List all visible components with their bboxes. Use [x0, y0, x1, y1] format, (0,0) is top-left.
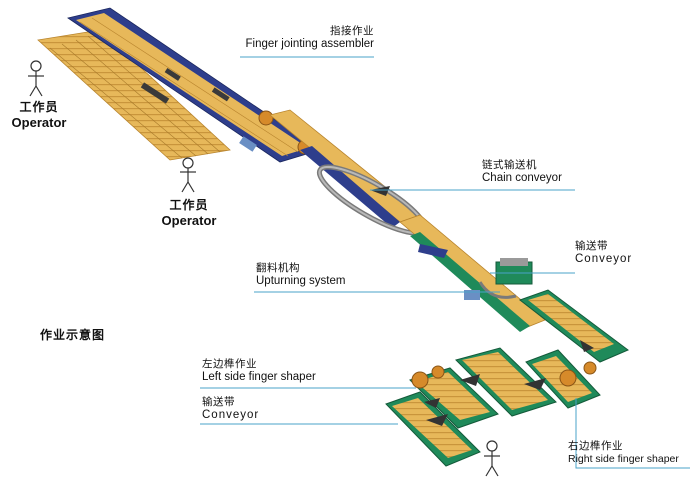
label-left-shaper: 左边榫作业 Left side finger shaper: [202, 358, 316, 384]
label-conveyor-top: 输送带 Conveyor: [575, 240, 632, 266]
label-left-shaper-en: Left side finger shaper: [202, 371, 316, 383]
label-chain-conveyor-en: Chain conveyor: [482, 172, 562, 184]
label-chain-conveyor: 链式输送机 Chain conveyor: [482, 159, 562, 185]
middle-transfer: [455, 347, 557, 417]
label-right-shaper-zh: 右边榫作业: [568, 440, 623, 452]
label-left-shaper-zh: 左边榫作业: [202, 358, 257, 370]
leader-lines: [200, 56, 690, 469]
label-conveyor-top-en: Conveyor: [575, 253, 633, 265]
operator-figure-3: [484, 440, 500, 477]
label-finger-jointing-zh: 指接作业: [330, 25, 374, 37]
operator-label-2-zh: 工作员: [169, 198, 209, 212]
left-shaper: [409, 365, 499, 429]
operator-label-1-en: Operator: [11, 115, 67, 130]
operator-label-1-zh: 工作员: [19, 100, 59, 114]
right-conveyor: [518, 289, 629, 363]
label-conveyor-bottom-en: Conveyor: [202, 409, 260, 421]
operator-figure-1: [28, 60, 44, 97]
label-conveyor-bottom: 输送带 Conveyor: [202, 396, 259, 422]
operator-label-1: 工作员 Operator: [4, 98, 74, 130]
right-shaper: [525, 349, 601, 409]
label-right-shaper: 右边榫作业 Right side finger shaper: [568, 440, 679, 466]
label-conveyor-bottom-zh: 输送带: [202, 396, 235, 408]
label-finger-jointing-en: Finger jointing assembler: [245, 38, 374, 50]
operator-label-2-en: Operator: [161, 213, 217, 228]
label-upturning-en: Upturning system: [256, 275, 346, 287]
label-upturning-zh: 翻料机构: [256, 262, 300, 274]
finger-jointing-belt: [67, 7, 321, 163]
operator-label-2: 工作员 Operator: [154, 196, 224, 228]
diagram-caption: 作业示意图: [40, 328, 106, 342]
label-chain-conveyor-zh: 链式输送机: [482, 159, 537, 171]
label-conveyor-top-zh: 输送带: [575, 240, 608, 252]
label-finger-jointing: 指接作业 Finger jointing assembler: [238, 25, 374, 51]
mid-conveyor: [399, 214, 546, 332]
bottom-conveyor: [385, 391, 481, 467]
label-right-shaper-en: Right side finger shaper: [568, 453, 679, 465]
label-upturning: 翻料机构 Upturning system: [256, 262, 345, 288]
operator-figure-2: [180, 157, 196, 193]
